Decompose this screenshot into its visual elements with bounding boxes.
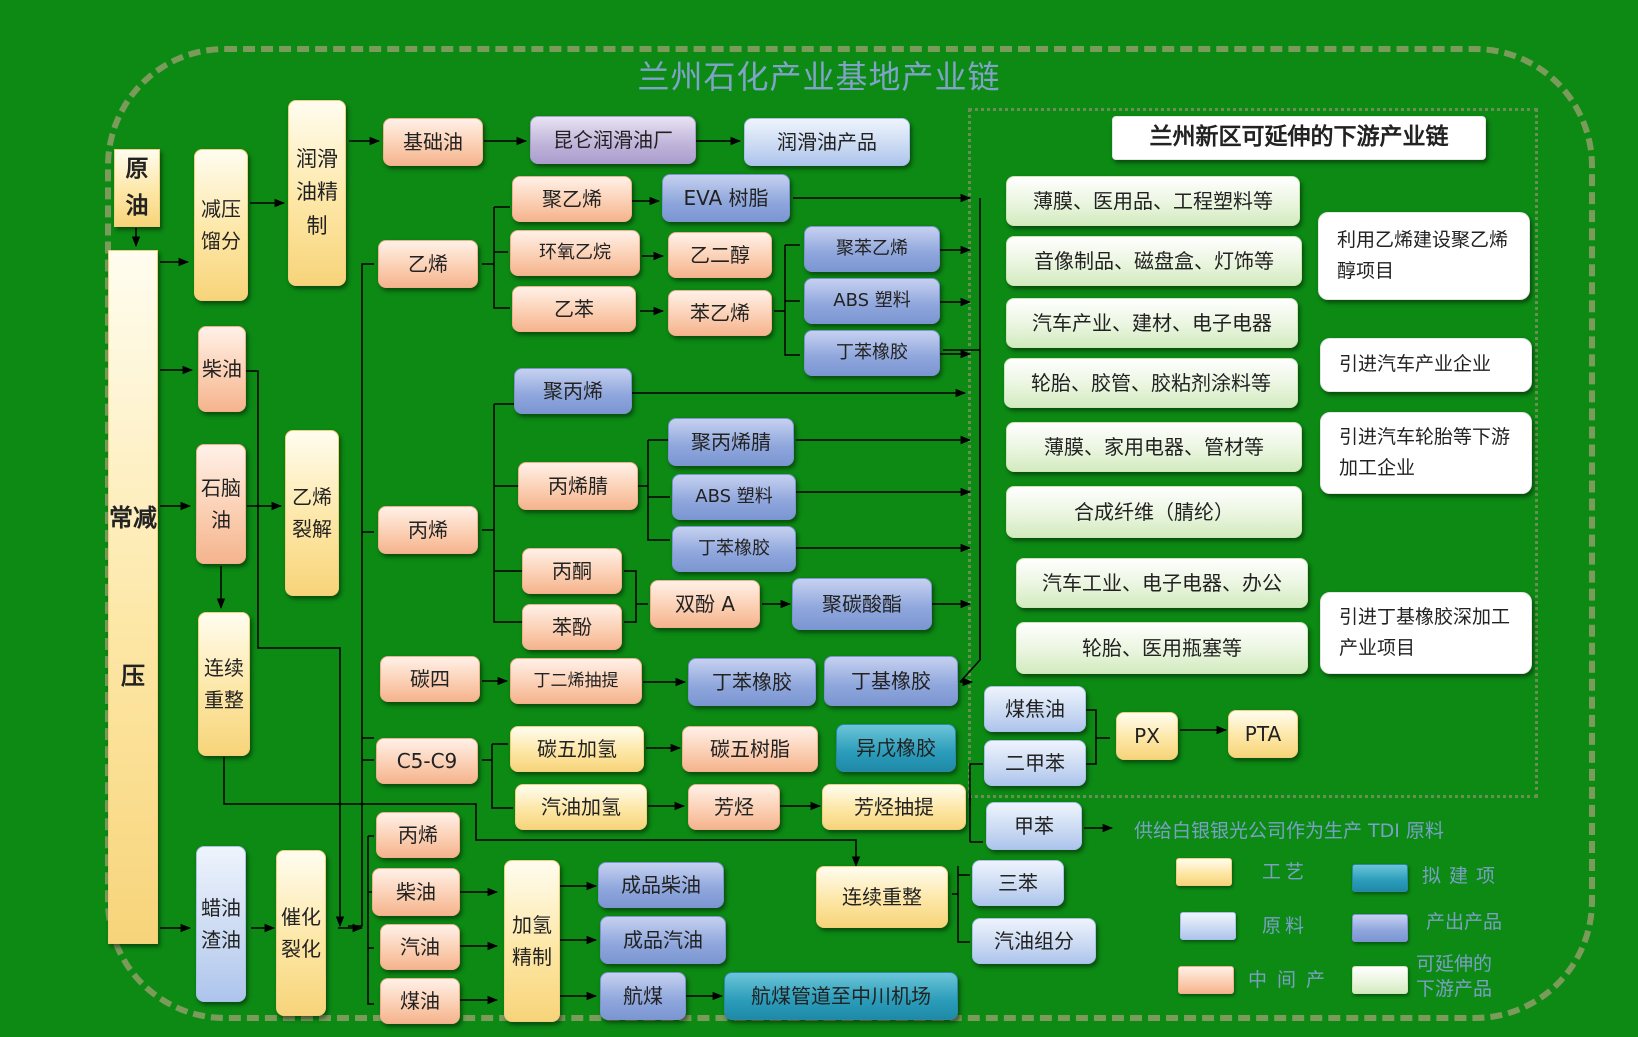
legend-label-intermediate: 中间产	[1248, 969, 1336, 991]
downstream-dotted-frame	[968, 108, 1538, 798]
node-bisphenol-a: 双酚 A	[650, 580, 760, 628]
node-continuous-reforming-2: 连续重整	[816, 866, 948, 928]
node-product-gasoline: 成品汽油	[600, 916, 726, 964]
node-aromatics: 芳烃	[688, 784, 780, 830]
legend-swatch-product	[1352, 914, 1408, 942]
node-butadiene-extraction: 丁二烯抽提	[510, 658, 642, 704]
node-ethylene: 乙烯	[378, 240, 478, 288]
node-diesel-secondary: 柴油	[372, 868, 460, 916]
node-xylene: 二甲苯	[984, 740, 1086, 786]
node-polystyrene: 聚苯乙烯	[804, 226, 940, 272]
node-hydrofining: 加氢精制	[504, 860, 560, 1022]
node-lube-products: 润滑油产品	[744, 118, 910, 166]
legend-swatch-intermediate	[1178, 966, 1234, 994]
downstream-item-2: 音像制品、磁盘盒、灯饰等	[1006, 236, 1302, 286]
node-propylene-secondary: 丙烯	[376, 812, 460, 858]
node-eva-resin: EVA 树脂	[662, 174, 790, 222]
node-vacuum-distillate: 减压馏分	[194, 149, 248, 301]
node-acrylonitrile: 丙烯腈	[518, 462, 638, 510]
downstream-item-1: 薄膜、医用品、工程塑料等	[1006, 176, 1300, 226]
node-isoprene-rubber: 异戊橡胶	[836, 724, 956, 772]
node-c5-hydrogenation: 碳五加氢	[510, 726, 644, 772]
node-gasoline-component: 汽油组分	[972, 918, 1096, 964]
node-polyacrylonitrile: 聚丙烯腈	[668, 418, 794, 466]
node-sbr-rubber-1: 丁苯橡胶	[804, 330, 940, 376]
node-ethylene-glycol: 乙二醇	[668, 232, 772, 278]
node-gasoline: 汽油	[380, 924, 460, 970]
legend-label-raw: 原料	[1262, 915, 1309, 937]
note-tire-processing: 引进汽车轮胎等下游加工企业	[1320, 412, 1532, 494]
node-propylene: 丙烯	[378, 506, 478, 554]
node-abs-plastic-2: ABS 塑料	[672, 474, 796, 520]
legend-label-extend: 可延伸的下游产品	[1416, 953, 1493, 1000]
downstream-item-4: 轮胎、胶管、胶粘剂涂料等	[1004, 358, 1298, 408]
node-product-diesel: 成品柴油	[598, 862, 724, 908]
legend-label-planned: 拟建项	[1422, 865, 1504, 887]
node-polypropylene: 聚丙烯	[514, 368, 632, 414]
note-butyl-rubber-processing: 引进丁基橡胶深加工产业项目	[1320, 592, 1532, 674]
node-phenol: 苯酚	[522, 604, 622, 650]
node-pyrolysis-gasoline-hydrogenation: 汽油加氢	[515, 784, 647, 830]
downstream-item-3: 汽车产业、建材、电子电器	[1006, 298, 1298, 348]
legend-swatch-planned	[1352, 864, 1408, 892]
node-crude-oil: 原油	[114, 149, 160, 227]
node-sbr-rubber-3: 丁苯橡胶	[688, 658, 816, 706]
node-polycarbonate: 聚碳酸酯	[792, 578, 932, 630]
legend-swatch-craft	[1176, 858, 1232, 886]
node-styrene: 苯乙烯	[668, 290, 772, 336]
node-butyl-rubber: 丁基橡胶	[824, 656, 958, 706]
node-pta: PTA	[1228, 710, 1298, 758]
node-abs-plastic-1: ABS 塑料	[804, 278, 940, 324]
downstream-chain-title: 兰州新区可延伸的下游产业链	[1112, 116, 1486, 160]
node-kerosene: 煤油	[380, 978, 460, 1024]
node-acetone: 丙酮	[522, 548, 622, 594]
legend-label-craft: 工艺	[1262, 861, 1309, 883]
diagram-title: 兰州石化产业基地产业链	[637, 58, 1001, 96]
node-kunlun-lube-plant: 昆仑润滑油厂	[530, 116, 696, 164]
downstream-item-7: 汽车工业、电子电器、办公	[1016, 558, 1308, 608]
downstream-item-6: 合成纤维（腈纶）	[1006, 486, 1302, 538]
node-lube-refining: 润滑油精制	[288, 100, 346, 286]
note-automobile-industry: 引进汽车产业企业	[1320, 338, 1532, 392]
downstream-item-5: 薄膜、家用电器、管材等	[1006, 422, 1302, 472]
node-continuous-reforming-1: 连续重整	[198, 612, 250, 756]
node-c5-c9: C5-C9	[376, 738, 478, 784]
node-ethylene-cracking: 乙烯裂解	[285, 430, 339, 596]
node-toluene: 甲苯	[986, 802, 1082, 850]
node-coal-tar: 煤焦油	[984, 686, 1086, 732]
node-diesel-primary: 柴油	[198, 326, 246, 412]
note-polyvinyl-alcohol: 利用乙烯建设聚乙烯醇项目	[1318, 212, 1530, 300]
node-c5-resin: 碳五树脂	[682, 726, 818, 772]
node-jet-fuel-pipeline: 航煤管道至中川机场	[724, 972, 958, 1020]
node-catalytic-cracking: 催化裂化	[276, 850, 326, 1016]
legend-swatch-extend	[1352, 966, 1408, 994]
node-aromatics-extraction: 芳烃抽提	[822, 784, 966, 830]
node-naphtha: 石脑油	[196, 444, 246, 564]
node-ethylbenzene: 乙苯	[512, 286, 636, 332]
node-polyethylene: 聚乙烯	[512, 176, 632, 222]
node-wax-residue: 蜡油渣油	[196, 846, 246, 1002]
legend-label-product: 产出产品	[1426, 911, 1503, 933]
node-ethylene-oxide: 环氧乙烷	[510, 230, 640, 276]
node-atmospheric-vacuum: 常减压	[108, 250, 158, 944]
node-jet-fuel: 航煤	[600, 972, 686, 1020]
node-c4: 碳四	[380, 656, 480, 702]
node-btx: 三苯	[972, 860, 1064, 906]
legend-swatch-raw	[1180, 912, 1236, 940]
tdi-supply-note: 供给白银银光公司作为生产 TDI 原料	[1134, 820, 1444, 842]
downstream-item-8: 轮胎、医用瓶塞等	[1016, 622, 1308, 674]
node-sbr-rubber-2: 丁苯橡胶	[672, 526, 796, 572]
node-base-oil: 基础油	[383, 118, 483, 166]
node-px: PX	[1116, 712, 1178, 760]
